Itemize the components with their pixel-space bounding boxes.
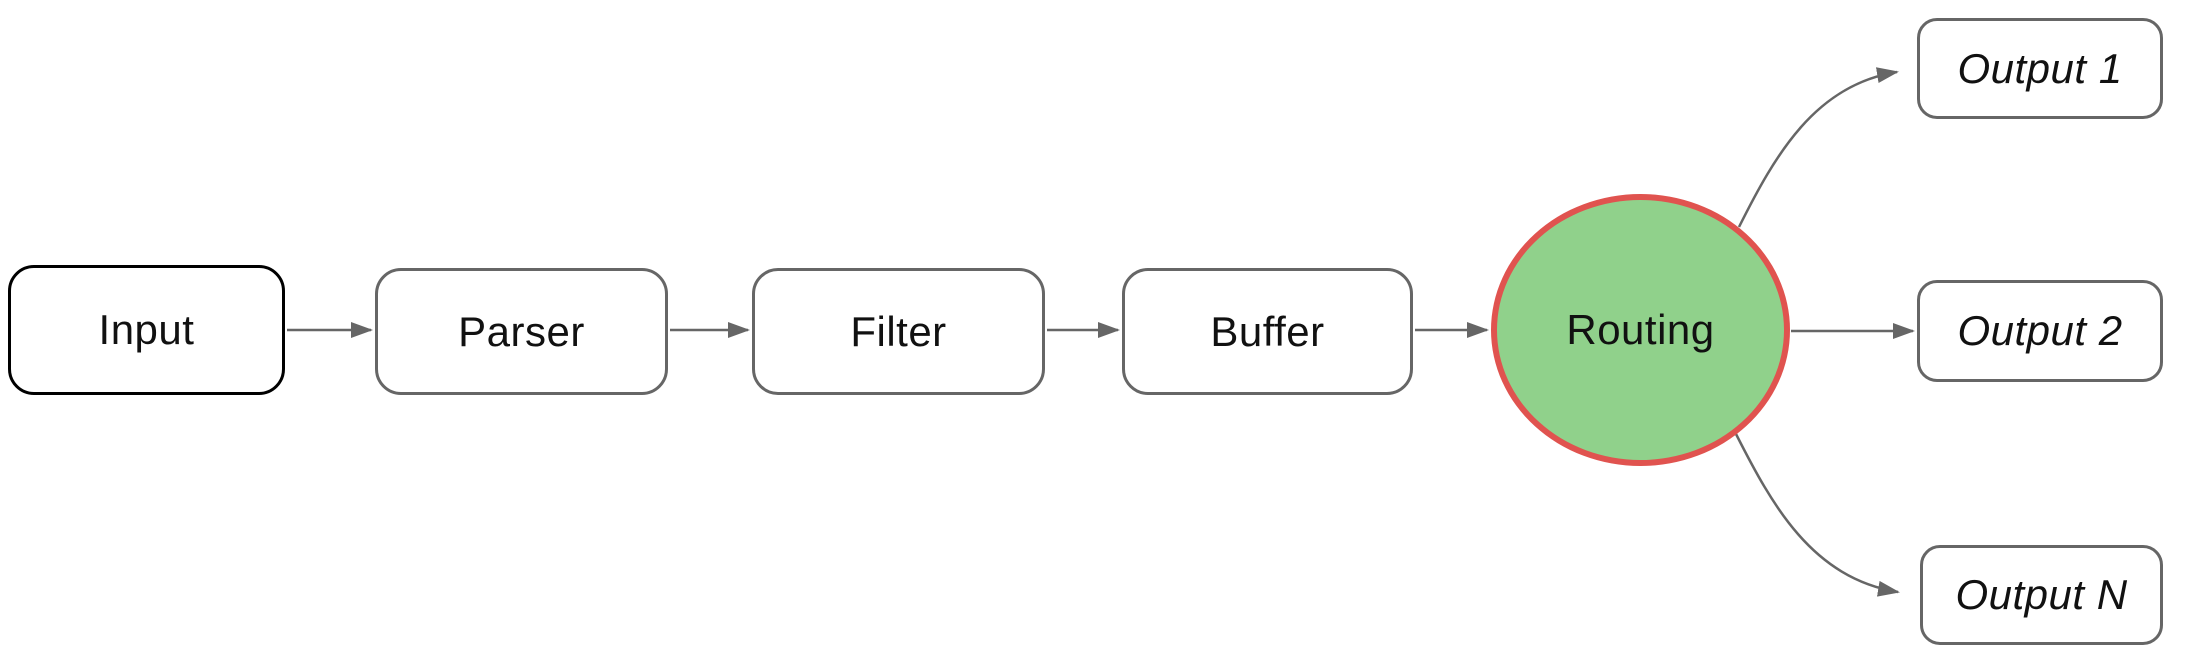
node-output-2-label: Output 2 (1957, 307, 2123, 354)
node-output-n-label: Output N (1955, 571, 2128, 618)
node-output-n: Output N (1920, 545, 2163, 645)
node-input: Input (8, 265, 285, 395)
edge-routing-output1 (1737, 67, 1899, 228)
node-filter-label: Filter (850, 307, 947, 355)
node-routing-label: Routing (1566, 306, 1715, 353)
node-output-2: Output 2 (1917, 280, 2163, 382)
node-routing: Routing (1491, 194, 1790, 466)
node-output-1: Output 1 (1917, 18, 2163, 119)
edge-routing-outputn (1734, 433, 1900, 597)
node-parser-label: Parser (458, 307, 585, 355)
node-input-label: Input (98, 306, 195, 353)
node-buffer-label: Buffer (1210, 307, 1325, 355)
node-buffer: Buffer (1122, 268, 1413, 395)
node-output-1-label: Output 1 (1957, 44, 2123, 92)
node-parser: Parser (375, 268, 668, 395)
node-filter: Filter (752, 268, 1045, 395)
